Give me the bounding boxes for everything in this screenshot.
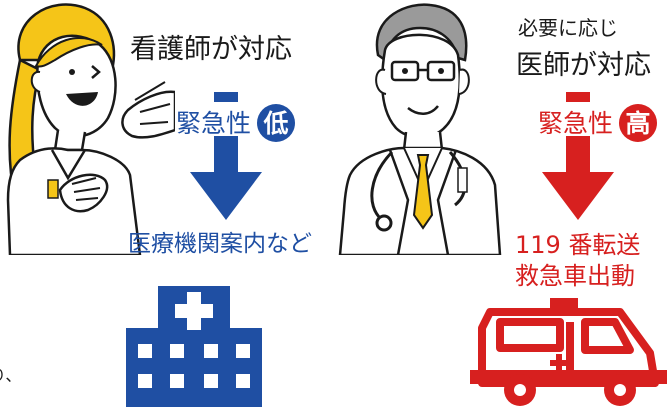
doctor-urgency-label: 緊急性 xyxy=(538,108,614,138)
down-arrow-icon xyxy=(542,92,614,220)
doctor-result-line2: 救急車出動 xyxy=(515,262,635,290)
nurse-urgency-row: 緊急性 低 xyxy=(176,104,296,142)
nurse-urgency-level-badge: 低 xyxy=(257,104,296,142)
doctor-urgency-row: 緊急性 高 xyxy=(538,104,658,142)
doctor-title-line1: 必要に応じ xyxy=(518,16,618,40)
doctor-urgency-level-badge: 高 xyxy=(619,104,658,142)
down-arrow-icon xyxy=(190,92,262,220)
nurse-illustration xyxy=(6,3,175,255)
doctor-illustration xyxy=(338,3,502,255)
ambulance-icon xyxy=(470,298,667,406)
nurse-result: 医療機関案内など xyxy=(128,231,312,257)
hospital-building-icon xyxy=(126,286,262,407)
doctor-result-line1: 119 番転送 xyxy=(515,231,641,259)
nurse-title: 看護師が対応 xyxy=(130,34,292,65)
doctor-title-line2: 医師が対応 xyxy=(516,50,651,81)
cut-off-text-fragment: り、 xyxy=(0,366,22,385)
nurse-urgency-label: 緊急性 xyxy=(176,108,252,138)
